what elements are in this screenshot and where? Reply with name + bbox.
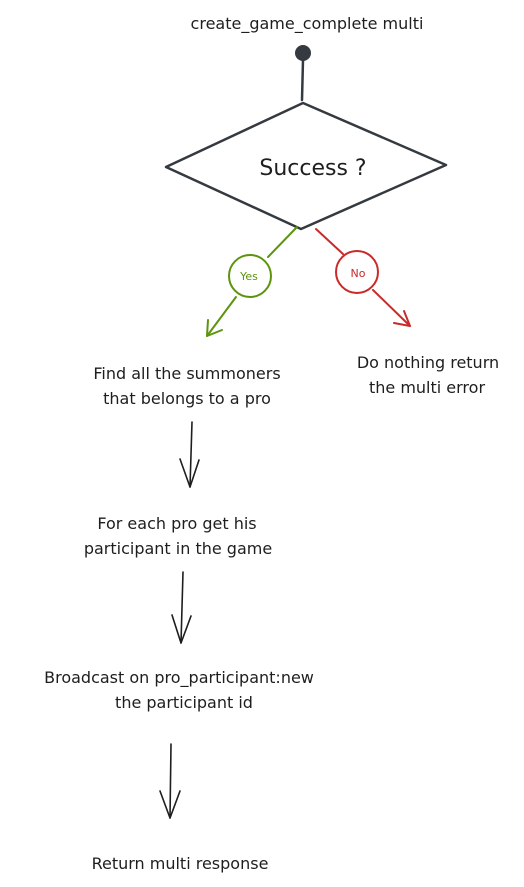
decision-label: Success ? [259, 156, 366, 181]
step-4-line-1: Return multi response [92, 854, 269, 873]
step-3-line-2: the participant id [115, 693, 253, 712]
decision-diamond [164, 101, 448, 231]
start-node [295, 45, 311, 61]
start-connector [300, 58, 305, 102]
yes-connector-bottom [206, 296, 237, 337]
no-action-line-1: Do nothing return [357, 353, 499, 372]
yes-connector-top [267, 226, 298, 258]
step-1-line-2: that belongs to a pro [103, 389, 271, 408]
no-arrowhead [393, 310, 411, 327]
arrow-step-1-to-2 [189, 421, 193, 488]
yes-node [228, 254, 272, 298]
no-label: No [351, 267, 366, 280]
arrowhead-1 [179, 458, 200, 488]
step-3-line-1: Broadcast on pro_participant:new [44, 668, 314, 688]
arrowhead-3 [159, 790, 181, 819]
step-2-line-1: For each pro get his [97, 514, 256, 533]
step-2-line-2: participant in the game [84, 539, 272, 558]
start-label: create_game_complete multi [191, 14, 424, 34]
no-node [335, 250, 379, 294]
no-connector-bottom [372, 289, 411, 327]
arrow-step-2-to-3 [180, 571, 184, 644]
no-connector-top [315, 228, 344, 255]
step-1-line-1: Find all the summoners [93, 364, 280, 383]
yes-arrowhead [206, 319, 223, 337]
yes-label: Yes [239, 270, 258, 283]
arrow-step-3-to-4 [169, 743, 172, 819]
arrowhead-2 [171, 614, 192, 644]
no-action-line-2: the multi error [369, 378, 485, 397]
